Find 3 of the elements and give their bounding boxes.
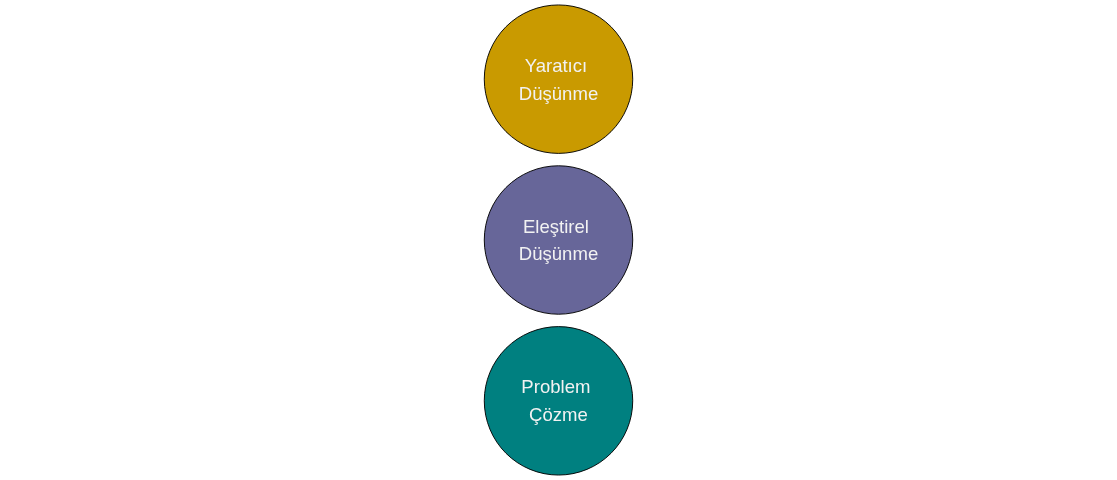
topic-circle: Yaratıcı Düşünme (483, 4, 634, 154)
topic-circle: Eleştirel Düşünme (483, 165, 634, 315)
topic-circle: Problem Çözme (483, 326, 634, 476)
